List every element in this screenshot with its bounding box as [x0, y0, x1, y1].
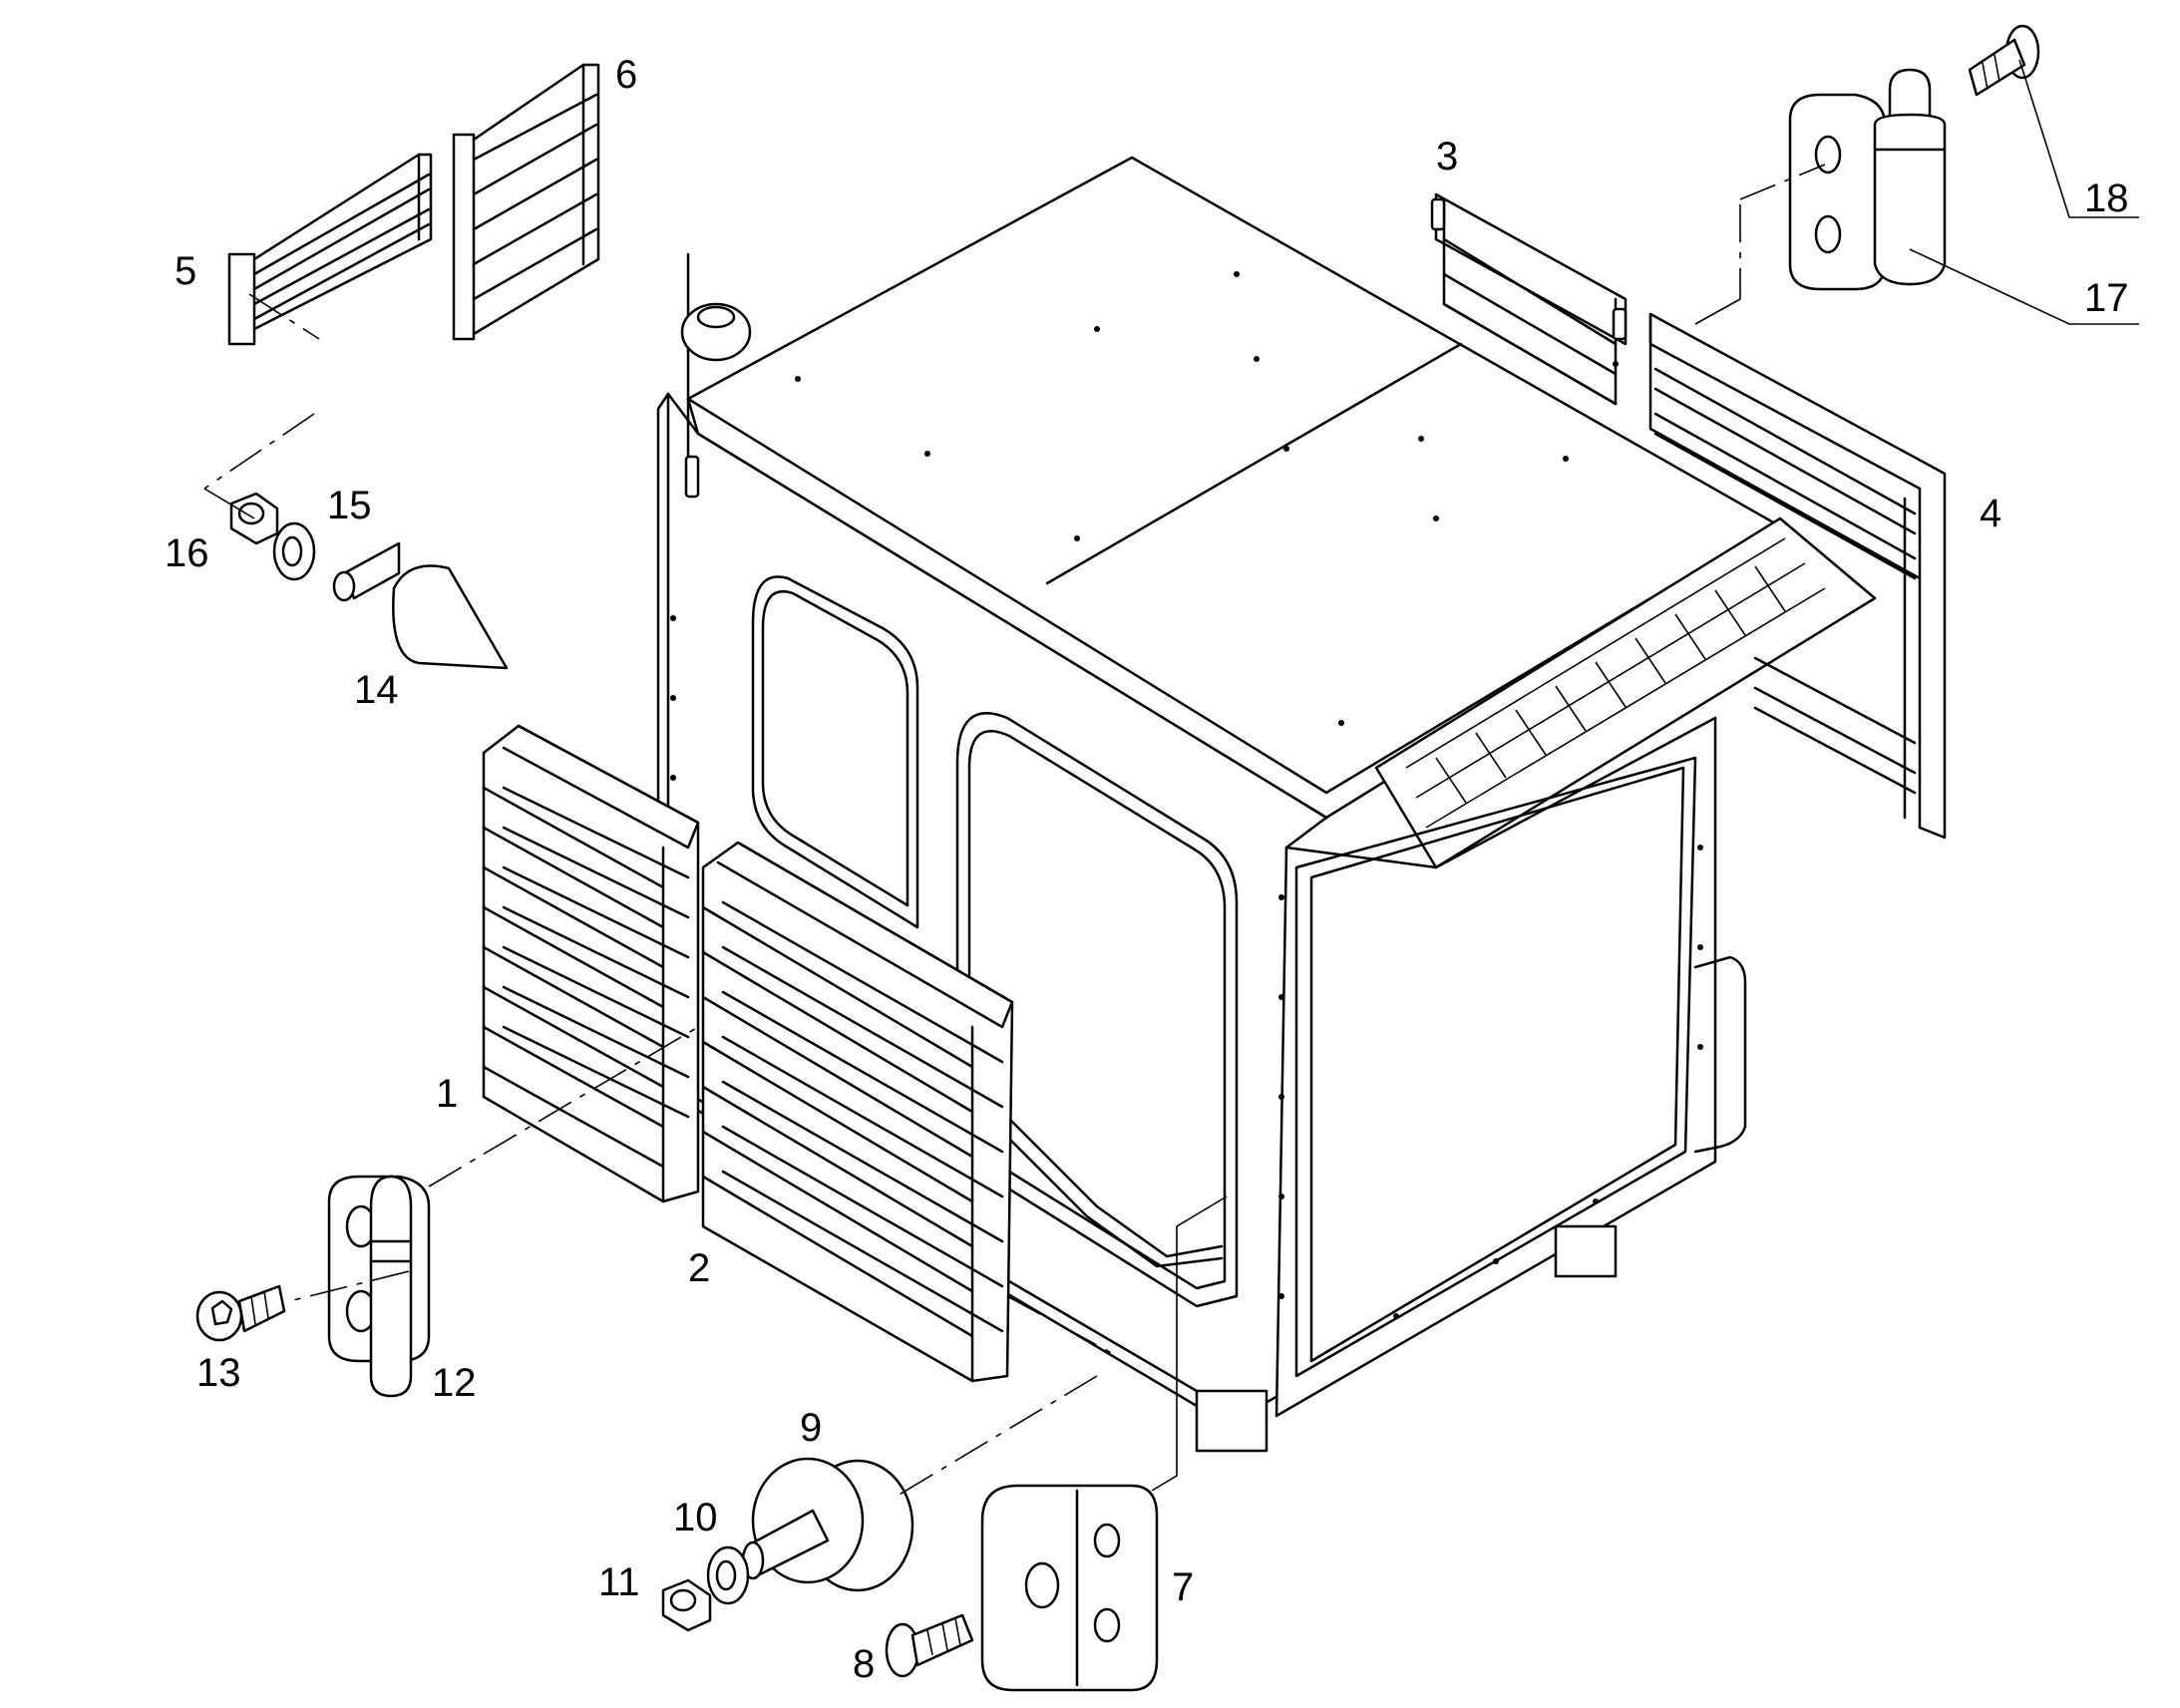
rear-grille-3 — [1430, 192, 1628, 406]
screw-18 — [1968, 24, 2040, 97]
label-8: 8 — [853, 1642, 875, 1686]
hinge-17 — [1788, 68, 1947, 291]
leader-lines — [203, 59, 2139, 1497]
label-17: 17 — [2084, 276, 2129, 320]
label-2: 2 — [688, 1246, 710, 1290]
label-10: 10 — [673, 1496, 718, 1539]
label-16: 16 — [165, 531, 209, 575]
label-13: 13 — [196, 1351, 241, 1395]
label-9: 9 — [800, 1406, 822, 1450]
washer-10 — [706, 1545, 750, 1605]
bracket-7 — [980, 1484, 1159, 1692]
label-12: 12 — [432, 1361, 477, 1405]
louver-panel-2 — [701, 841, 1014, 1383]
label-1: 1 — [436, 1072, 458, 1116]
part-labels: 1 2 3 4 5 6 7 8 9 10 11 12 13 14 15 16 1… — [165, 53, 2129, 1686]
hinge-12 — [327, 1175, 431, 1398]
label-6: 6 — [615, 53, 637, 97]
small-grille-5 — [227, 153, 433, 346]
label-11: 11 — [598, 1560, 640, 1604]
cone-pin-14 — [332, 541, 509, 670]
label-18: 18 — [2084, 176, 2129, 220]
label-7: 7 — [1172, 1565, 1194, 1609]
screw-8 — [885, 1613, 974, 1678]
louver-panel-1 — [482, 724, 700, 1203]
label-15: 15 — [327, 484, 372, 527]
nut-11 — [661, 1578, 712, 1632]
label-3: 3 — [1436, 135, 1458, 178]
washer-15 — [272, 521, 316, 581]
label-4: 4 — [1980, 492, 2001, 535]
screw-13 — [195, 1284, 286, 1342]
rubber-mount-9 — [741, 1457, 914, 1592]
label-14: 14 — [354, 668, 399, 712]
label-5: 5 — [175, 249, 196, 293]
side-grille-4 — [1648, 312, 1947, 840]
tall-grille-6 — [452, 63, 600, 341]
